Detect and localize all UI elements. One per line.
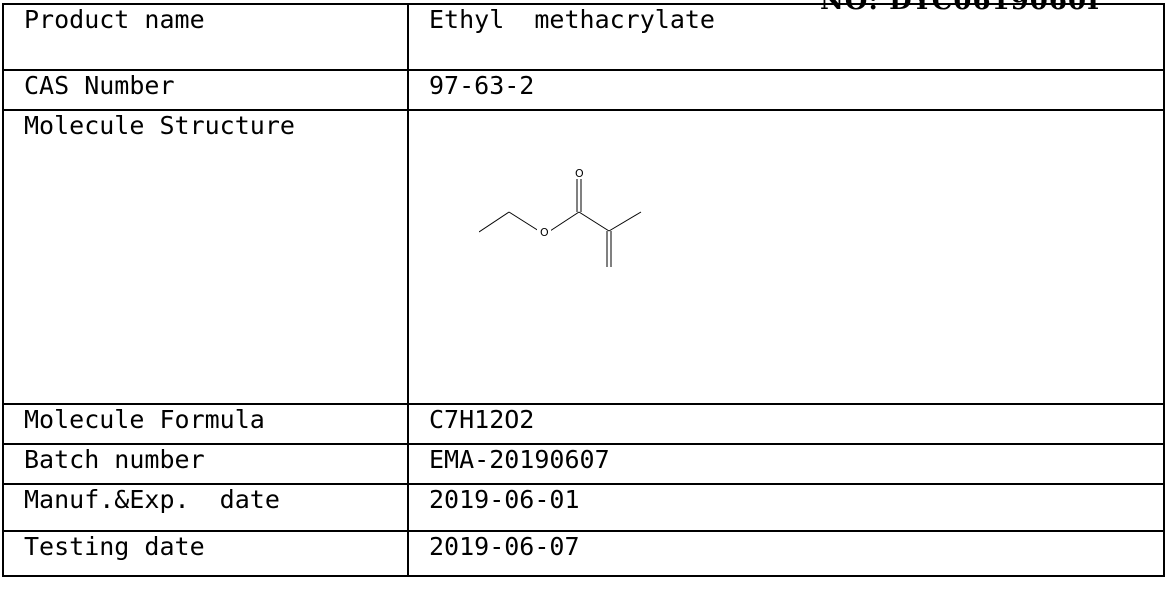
table-row: CAS Number 97-63-2: [2, 69, 1165, 111]
product-name-value: Ethyl methacrylate: [407, 3, 1165, 71]
bond-alpha-methyl: [608, 211, 642, 232]
product-name-label: Product name: [2, 3, 409, 71]
atom-carbonyl-oxygen: O: [575, 167, 584, 180]
table-row: Testing date 2019-06-07: [2, 530, 1165, 577]
atom-ester-oxygen: O: [540, 226, 549, 239]
table-row: Molecule Structure: [2, 109, 1165, 405]
product-spec-table: Product name Ethyl methacrylate CAS Numb…: [2, 3, 1165, 577]
molecule-structure-label: Molecule Structure: [2, 109, 409, 405]
manuf-exp-date-label: Manuf.&Exp. date: [2, 483, 409, 532]
molecule-structure-diagram: O O: [479, 167, 642, 267]
bond-ch3-ch2: [479, 211, 510, 233]
table-row: Manuf.&Exp. date 2019-06-01: [2, 483, 1165, 532]
batch-number-value: EMA-20190607: [407, 443, 1165, 485]
molecule-structure-cell: O O: [407, 109, 1165, 405]
testing-date-label: Testing date: [2, 530, 409, 577]
bond-ch2-o: [508, 211, 540, 232]
manuf-exp-date-value: 2019-06-01: [407, 483, 1165, 532]
cas-number-label: CAS Number: [2, 69, 409, 111]
table-row: Molecule Formula C7H12O2: [2, 403, 1165, 445]
bond-o-carbonyl: [549, 211, 580, 232]
batch-number-label: Batch number: [2, 443, 409, 485]
table-row: Batch number EMA-20190607: [2, 443, 1165, 485]
testing-date-value: 2019-06-07: [407, 530, 1165, 577]
table-row: Product name Ethyl methacrylate: [2, 3, 1165, 71]
molecule-formula-value: C7H12O2: [407, 403, 1165, 445]
molecule-formula-label: Molecule Formula: [2, 403, 409, 445]
cas-number-value: 97-63-2: [407, 69, 1165, 111]
bond-carbonyl-alpha: [578, 211, 610, 232]
